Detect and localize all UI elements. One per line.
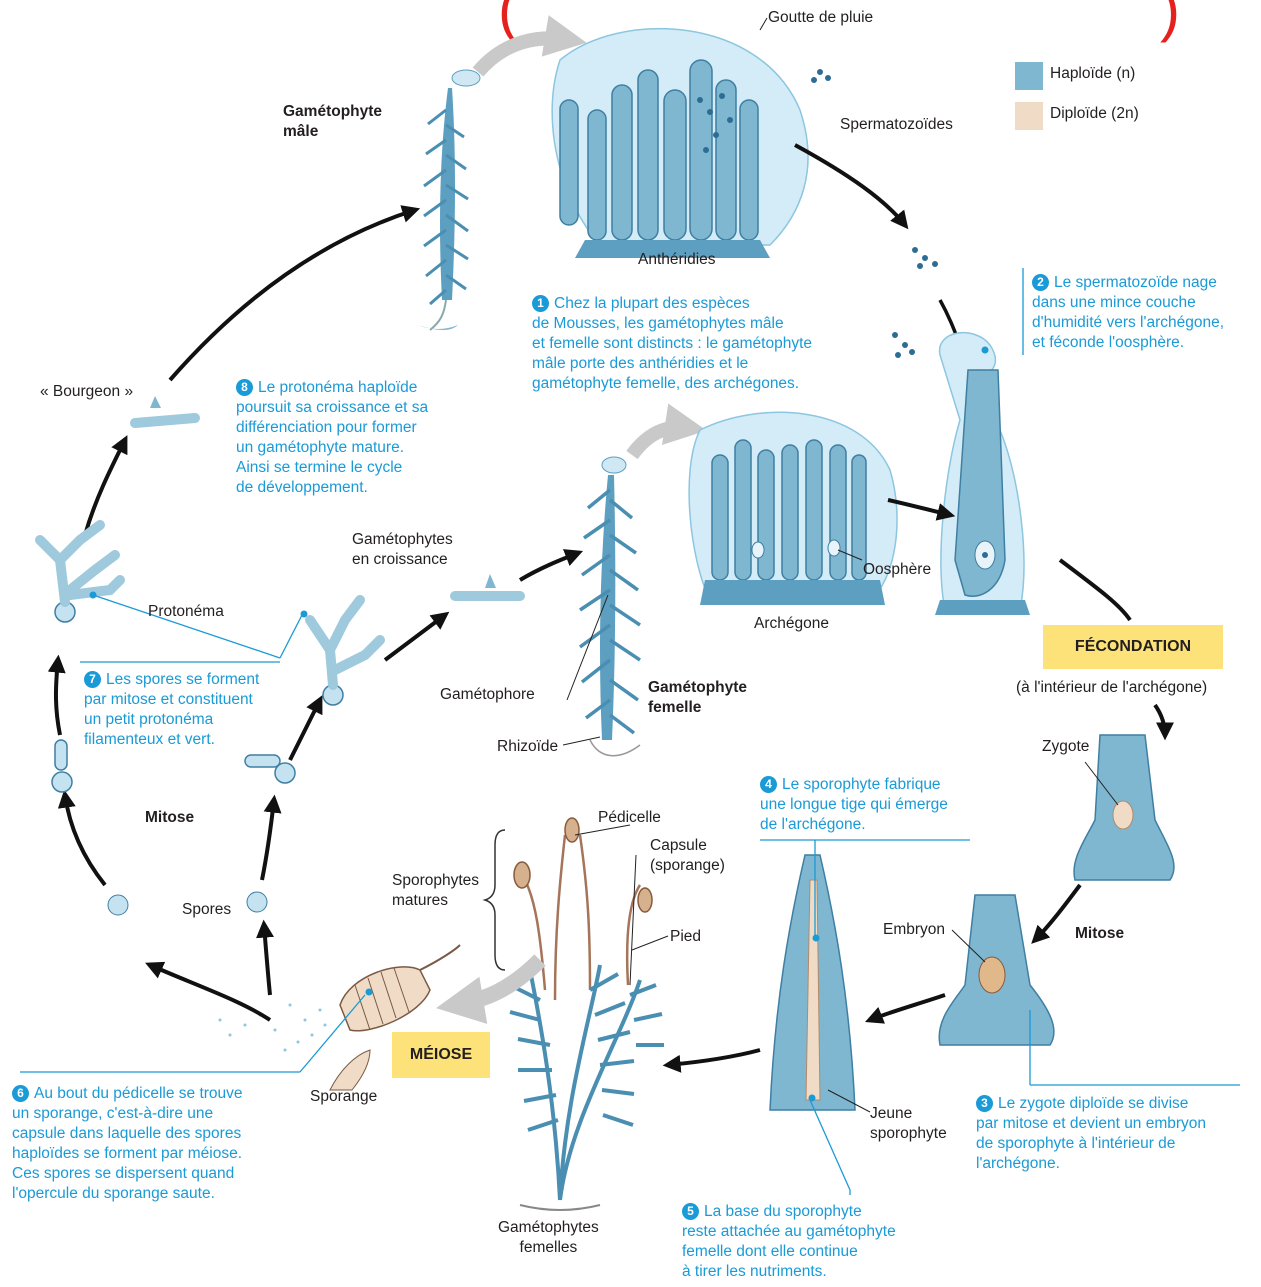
label-mitose-left: Mitose — [145, 808, 194, 828]
label-gametophytes-croissance: Gamétophytes en croissance — [352, 530, 453, 570]
arrow-to-protonema-left — [56, 660, 60, 735]
arrow-to-fecondation — [1060, 560, 1130, 620]
arrow-spore-to-protonema-small — [65, 795, 105, 885]
step-3-number: 3 — [976, 1095, 993, 1112]
label-gametophore: Gamétophore — [440, 685, 535, 705]
step-7-text: Les spores se forment par mitose et cons… — [84, 671, 259, 748]
bud-illustration — [150, 396, 161, 408]
step-8-number: 8 — [236, 379, 253, 396]
growing-gametophyte-bud — [485, 574, 496, 588]
step-4-number: 4 — [760, 776, 777, 793]
label-gametophyte-male: Gamétophyte mâle — [283, 102, 382, 142]
step-5-number: 5 — [682, 1203, 699, 1220]
arrow-protonema-right-up — [290, 700, 320, 760]
step-3-text: Le zygote diploïde se divise par mitose … — [976, 1095, 1206, 1172]
step-8-text: Le protonéma haploïde poursuit sa croiss… — [236, 379, 428, 496]
arrow-sperm-travel — [795, 145, 905, 225]
arrow-zygote-to-embryo — [1035, 885, 1080, 940]
label-archegone: Archégone — [754, 614, 829, 634]
pied-leader — [632, 936, 668, 950]
meiose-box: MÉIOSE — [392, 1032, 490, 1078]
protonema-marker-right — [301, 611, 308, 618]
label-protonema: Protonéma — [148, 602, 224, 622]
label-rhizoide: Rhizoïde — [497, 737, 558, 757]
step-4-text: Le sporophyte fabrique une longue tige q… — [760, 776, 948, 833]
sperm-cluster — [892, 247, 938, 358]
label-sporange: Sporange — [310, 1087, 377, 1107]
mature-sporophytes-illustration — [510, 818, 664, 1210]
fecondation-box: FÉCONDATION — [1043, 625, 1223, 669]
step-1-number: 1 — [532, 295, 549, 312]
male-gametophyte-illustration — [418, 70, 480, 330]
label-zygote: Zygote — [1042, 737, 1089, 757]
rhizoide-leader — [563, 737, 600, 745]
label-bourgeon: « Bourgeon » — [40, 382, 133, 402]
step-2-text: Le spermatozoïde nage dans une mince cou… — [1032, 274, 1224, 351]
arrow-to-female-gametophyte — [520, 553, 578, 580]
step-6-number: 6 — [12, 1085, 29, 1102]
spores-dispersing — [219, 1004, 327, 1052]
step-5-text: La base du sporophyte reste attachée au … — [682, 1203, 896, 1280]
arrow-to-zygote — [1155, 705, 1165, 735]
step-6-text: Au bout du pédicelle se trouve un sporan… — [12, 1085, 243, 1202]
spore-right — [247, 892, 267, 912]
arrow-embryo-to-young — [870, 995, 945, 1020]
label-capsule: Capsule (sporange) — [650, 836, 725, 876]
label-sporophytes-matures: Sporophytes matures — [392, 871, 479, 911]
step-2-number: 2 — [1032, 274, 1049, 291]
legend-haploid-swatch — [1015, 62, 1043, 90]
label-pedicelle: Pédicelle — [598, 808, 661, 828]
label-antheridies: Anthéridies — [638, 250, 716, 270]
spore-left — [108, 895, 128, 915]
heading-fragment-left: ( — [498, 0, 518, 43]
embryo-illustration — [939, 895, 1054, 1045]
arrow-bud-to-male — [170, 210, 415, 380]
label-spores: Spores — [182, 900, 231, 920]
arrow-to-spore-right — [264, 925, 270, 995]
step-1-text: Chez la plupart des espèces de Mousses, … — [532, 295, 812, 392]
label-fecondation-sub: (à l'intérieur de l'archégone) — [1016, 678, 1207, 698]
label-spermatozoides: Spermatozoïdes — [840, 115, 953, 135]
zoom-arrow-female — [632, 427, 690, 455]
young-sporophyte-illustration — [770, 855, 855, 1110]
label-pied: Pied — [670, 927, 701, 947]
arrow-young-to-mature — [668, 1050, 760, 1065]
protonema-marker-left — [90, 592, 97, 599]
legend-haploid-label: Haploïde (n) — [1050, 64, 1135, 84]
arrow-protonema-to-bud — [85, 440, 125, 535]
label-oosphere: Oosphère — [863, 560, 931, 580]
arrow-spore-to-protonema-right — [262, 800, 274, 880]
legend-diploid-swatch — [1015, 102, 1043, 130]
arrow-to-growing-gametophytes — [385, 615, 445, 660]
label-gametophytes-femelles: Gamétophytes femelles — [498, 1218, 599, 1258]
label-mitose-right: Mitose — [1075, 924, 1124, 944]
arrow-to-spore-left — [150, 965, 270, 1020]
female-gametophyte-illustration — [580, 457, 640, 756]
goutte-leader — [760, 18, 767, 30]
label-embryon: Embryon — [883, 920, 945, 940]
heading-fragment-right: ) — [1160, 0, 1180, 43]
fertilization-archegonium-illustration — [935, 333, 1030, 615]
step-7-number: 7 — [84, 671, 101, 688]
label-goutte-de-pluie: Goutte de pluie — [768, 8, 873, 28]
zoom-arrow-male — [478, 38, 570, 72]
legend-diploid-label: Diploïde (2n) — [1050, 104, 1139, 124]
capsule-leader — [630, 855, 636, 985]
label-gametophyte-femelle: Gamétophyte femelle — [648, 678, 747, 718]
step-6-callout: 6Au bout du pédicelle se trouve un spora… — [12, 1084, 243, 1204]
label-jeune-sporophyte: Jeune sporophyte — [870, 1104, 947, 1144]
sperm-marker — [982, 347, 989, 354]
sporophytes-brace — [485, 830, 505, 970]
raindrop-antheridia-illustration — [552, 29, 831, 258]
